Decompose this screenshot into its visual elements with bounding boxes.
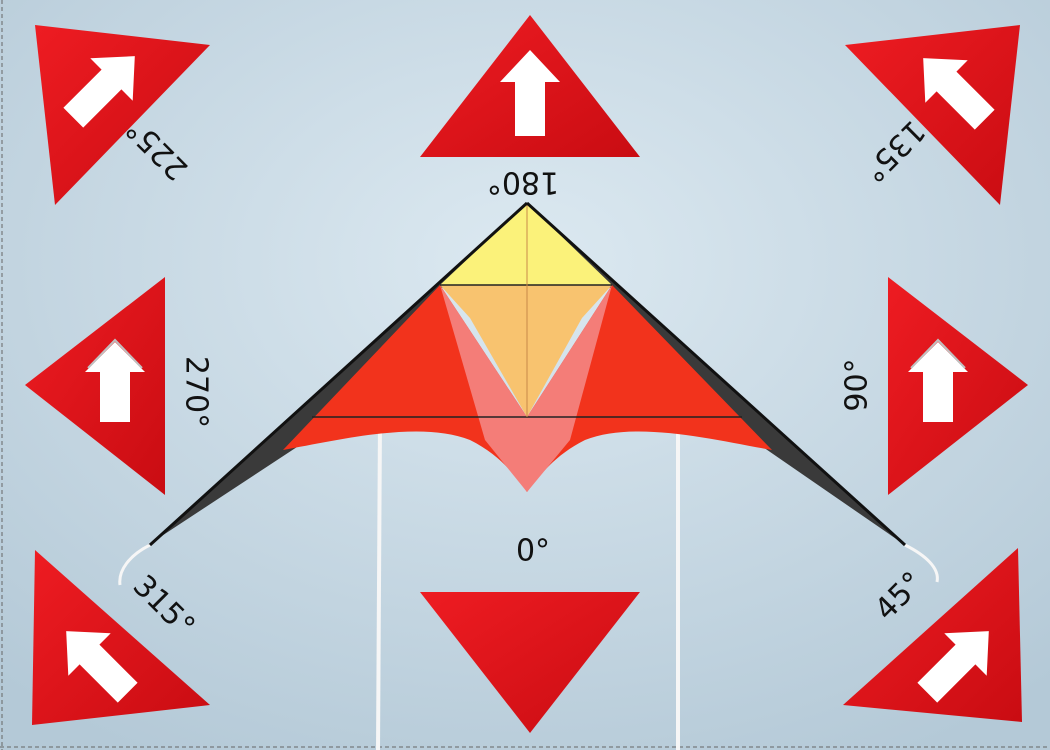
arrow-up-right-icon: [917, 631, 989, 703]
kite-orange-panel: [440, 285, 612, 417]
arrow-up-icon: [908, 342, 968, 422]
kite-nose-panel: [440, 203, 612, 285]
sign-270-triangle: [25, 277, 165, 495]
arrow-up-icon: [85, 342, 145, 422]
kite-left-leading-spar: [148, 201, 529, 547]
arrow-up-left-icon: [66, 631, 138, 703]
left-wingtip-line: [118, 543, 151, 586]
kite-left-center-panel: [440, 285, 527, 492]
sign-0-triangle: [420, 592, 640, 733]
kite: [148, 201, 907, 547]
arrow-up-right-icon: [63, 56, 135, 128]
sign-225-triangle: [35, 25, 210, 205]
sign-270: 270°: [25, 277, 214, 495]
left-flying-line: [376, 419, 382, 750]
sign-180-label: 180°: [487, 165, 559, 200]
sign-90-label: 90°: [840, 358, 875, 411]
sign-45-triangle: [843, 548, 1022, 722]
sign-180: 180°: [420, 15, 640, 200]
kite-right-leading-spar: [525, 201, 907, 547]
sign-0: 0°: [420, 534, 640, 733]
sign-135-triangle: [845, 25, 1020, 205]
sign-90: 90°: [840, 277, 1028, 495]
sign-0-label: 0°: [516, 534, 550, 569]
right-wingtip-line: [904, 543, 939, 583]
sign-90-triangle: [888, 277, 1028, 495]
sign-315-triangle: [32, 550, 210, 725]
arrow-up-left-icon: [923, 58, 995, 130]
kite-right-center-panel: [527, 285, 612, 492]
arrow-chevron-detail: [910, 338, 966, 369]
arrow-chevron-detail: [87, 338, 143, 369]
arrow-up-icon: [500, 50, 560, 136]
sign-270-label: 270°: [179, 356, 214, 428]
